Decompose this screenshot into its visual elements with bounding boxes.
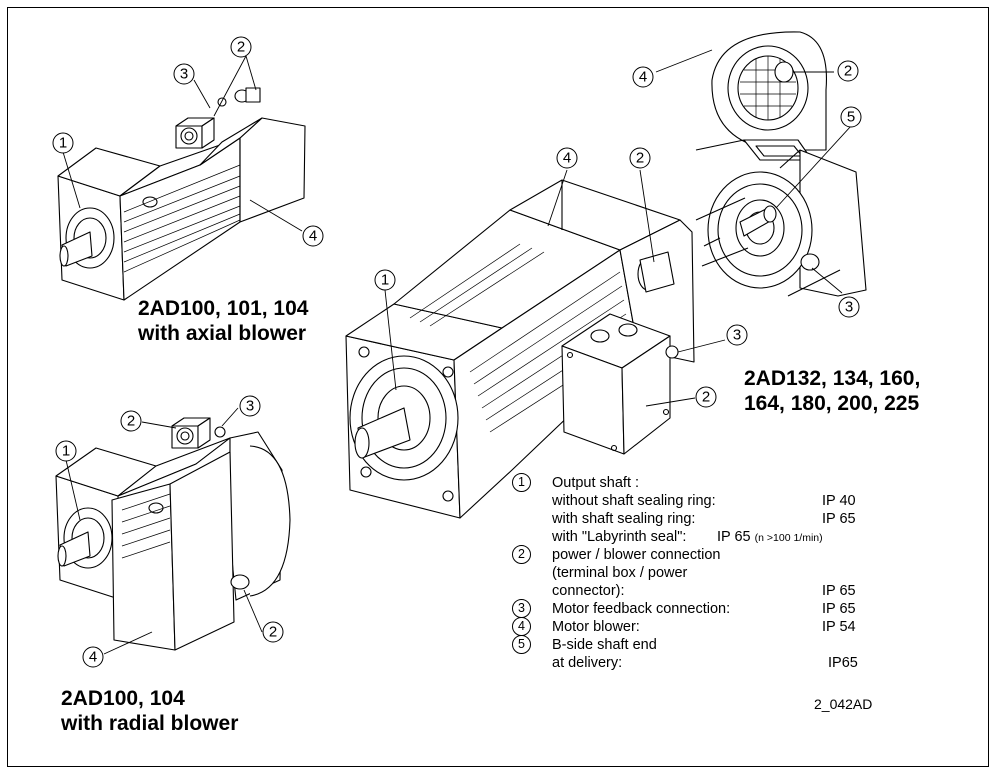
callout-2-radial-lower: 2 — [262, 621, 284, 643]
legend-row: with "Labyrinth seal": IP 65 (n >100 1/m… — [514, 528, 886, 546]
svg-text:2: 2 — [127, 413, 135, 430]
callout-1-large: 1 — [374, 269, 396, 291]
svg-text:1: 1 — [62, 443, 70, 460]
legend-row: (terminal box / power — [514, 564, 886, 582]
legend-label: connector): — [552, 583, 625, 599]
legend-item-3: 3 Motor feedback connection: IP 65 — [512, 599, 886, 618]
legend-row: without shaft sealing ring: IP 40 — [514, 492, 886, 510]
legend-label: B-side shaft end — [552, 637, 657, 653]
callout-3-radial: 3 — [239, 395, 261, 417]
caption-line: 2AD100, 104 — [61, 687, 185, 710]
callout-3-exploded: 3 — [838, 296, 860, 318]
legend-value: IP 65 — [822, 601, 856, 617]
caption-radial-blower: 2AD100, 104 with radial blower — [61, 686, 238, 736]
motor-blower-exploded — [695, 31, 867, 297]
legend-value: IP 40 — [822, 493, 856, 509]
legend-label: at delivery: — [552, 655, 623, 671]
legend-label: (terminal box / power — [552, 565, 688, 581]
legend-number: 4 — [512, 617, 531, 636]
drawing-code: 2_042AD — [814, 696, 873, 712]
motor-large — [345, 179, 695, 519]
caption-line: with radial blower — [61, 712, 239, 735]
callout-markers: 1 2 3 4 1 2 3 2 4 1 4 2 3 2 4 2 5 3 — [52, 36, 862, 668]
legend-item-4: 4 Motor blower: IP 54 — [512, 617, 886, 636]
legend-value: IP 65 — [822, 583, 856, 599]
callout-2-axial: 2 — [230, 36, 252, 58]
legend-label: with "Labyrinth seal": — [552, 529, 687, 545]
legend-item-2: 2 power / blower connection — [512, 545, 886, 564]
caption-line: 164, 180, 200, 225 — [744, 392, 920, 415]
svg-text:2: 2 — [636, 150, 644, 167]
legend-title: Output shaft : — [552, 475, 640, 491]
svg-text:4: 4 — [563, 150, 571, 167]
svg-text:2: 2 — [702, 389, 710, 406]
legend-label: Motor blower: — [552, 619, 640, 635]
protection-legend: 1 Output shaft : without shaft sealing r… — [512, 473, 886, 672]
callout-2-large-top: 2 — [629, 147, 651, 169]
diagram-frame — [7, 7, 989, 767]
svg-text:4: 4 — [89, 649, 97, 666]
callout-2-exploded: 2 — [837, 60, 859, 82]
legend-number: 1 — [512, 473, 531, 492]
legend-row: with shaft sealing ring: IP 65 — [514, 510, 886, 528]
svg-text:3: 3 — [246, 398, 254, 415]
legend-value: IP 65 — [822, 511, 856, 527]
legend-value: IP65 — [828, 655, 858, 671]
callout-leaders — [62, 49, 852, 655]
legend-number: 5 — [512, 635, 531, 654]
legend-value: IP 65 (n >100 1/min) — [717, 528, 823, 547]
legend-note: (n >100 1/min) — [754, 532, 823, 544]
legend-item-5: 5 B-side shaft end — [512, 635, 886, 654]
callout-4-axial: 4 — [302, 225, 324, 247]
caption-line: 2AD132, 134, 160, — [744, 367, 921, 390]
svg-text:4: 4 — [639, 69, 647, 86]
legend-label: without shaft sealing ring: — [552, 493, 716, 509]
caption-line: 2AD100, 101, 104 — [138, 297, 309, 320]
svg-text:4: 4 — [309, 228, 317, 245]
caption-line: with axial blower — [138, 322, 307, 345]
svg-text:1: 1 — [381, 272, 389, 289]
svg-text:2: 2 — [237, 39, 245, 56]
svg-text:1: 1 — [59, 135, 67, 152]
callout-1-axial: 1 — [52, 132, 74, 154]
legend-value: IP 54 — [822, 619, 856, 635]
motor-axial-blower — [57, 87, 306, 301]
legend-number: 2 — [512, 545, 531, 564]
callout-2-radial: 2 — [120, 410, 142, 432]
caption-axial-blower: 2AD100, 101, 104 with axial blower — [138, 296, 308, 346]
svg-text:2: 2 — [269, 624, 277, 641]
motor-radial-blower — [55, 417, 291, 651]
callout-2-large-box: 2 — [695, 386, 717, 408]
svg-text:5: 5 — [847, 109, 855, 126]
svg-text:2: 2 — [844, 63, 852, 80]
legend-row: connector): IP 65 — [514, 582, 886, 600]
svg-text:3: 3 — [845, 299, 853, 316]
legend-value-text: IP 65 — [717, 529, 751, 545]
legend-row: at delivery: IP65 — [514, 654, 886, 672]
legend-label: with shaft sealing ring: — [552, 511, 696, 527]
legend-label: power / blower connection — [552, 547, 721, 563]
callout-4-radial: 4 — [82, 646, 104, 668]
svg-text:3: 3 — [733, 327, 741, 344]
caption-large-motors: 2AD132, 134, 160, 164, 180, 200, 225 — [744, 366, 920, 416]
callout-1-radial: 1 — [55, 440, 77, 462]
legend-item-1: 1 Output shaft : — [512, 473, 886, 492]
callout-5-exploded: 5 — [840, 106, 862, 128]
svg-text:3: 3 — [180, 66, 188, 83]
callout-4-exploded: 4 — [632, 66, 654, 88]
callout-4-large: 4 — [556, 147, 578, 169]
callout-3-large: 3 — [726, 324, 748, 346]
legend-label: Motor feedback connection: — [552, 601, 731, 617]
legend-number: 3 — [512, 599, 531, 618]
callout-3-axial: 3 — [173, 63, 195, 85]
